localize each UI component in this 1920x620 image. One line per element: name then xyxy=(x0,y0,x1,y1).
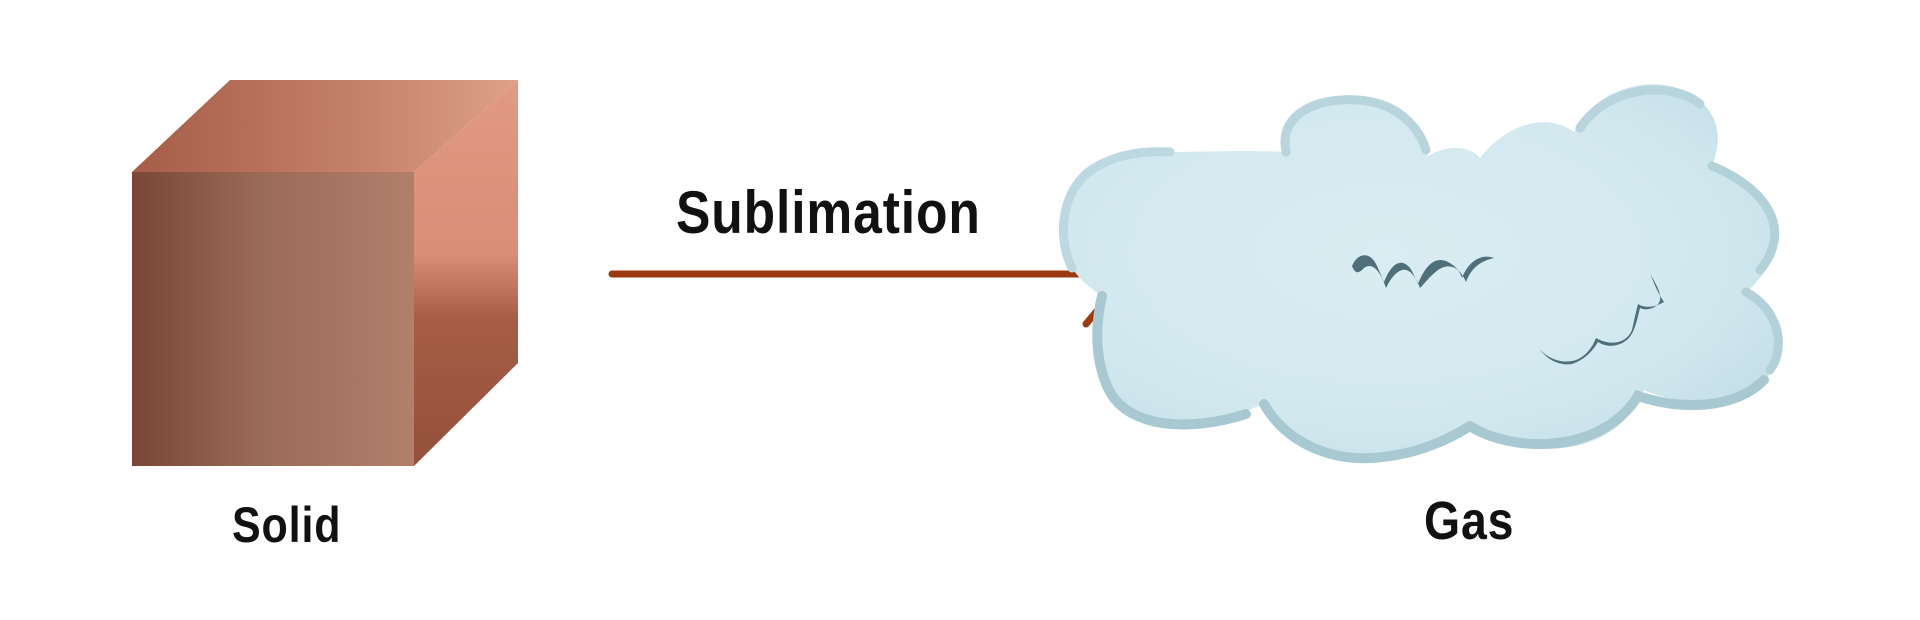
cloud-outline xyxy=(1062,84,1781,457)
cloud-edge-bottom xyxy=(1259,399,1475,464)
cloud-edge-upper-left xyxy=(1058,147,1175,273)
cloud-edge-right xyxy=(1707,161,1783,375)
cloud-mark-wavy xyxy=(1352,255,1494,288)
cube-icon xyxy=(132,80,518,466)
cloud-edge-left xyxy=(1092,291,1251,430)
cloud-edge-top xyxy=(1280,85,1705,157)
gas-label: Gas xyxy=(1424,491,1515,551)
arrow-right-icon xyxy=(608,233,1132,328)
cube-side-face xyxy=(414,80,518,466)
process-label: Sublimation xyxy=(676,179,981,246)
cloud-icon xyxy=(1058,84,1783,464)
cube-top-face xyxy=(132,80,518,172)
cloud-edge-bottom-right xyxy=(1465,375,1769,449)
solid-label: Solid xyxy=(232,497,342,553)
cube-front-face xyxy=(132,172,414,466)
